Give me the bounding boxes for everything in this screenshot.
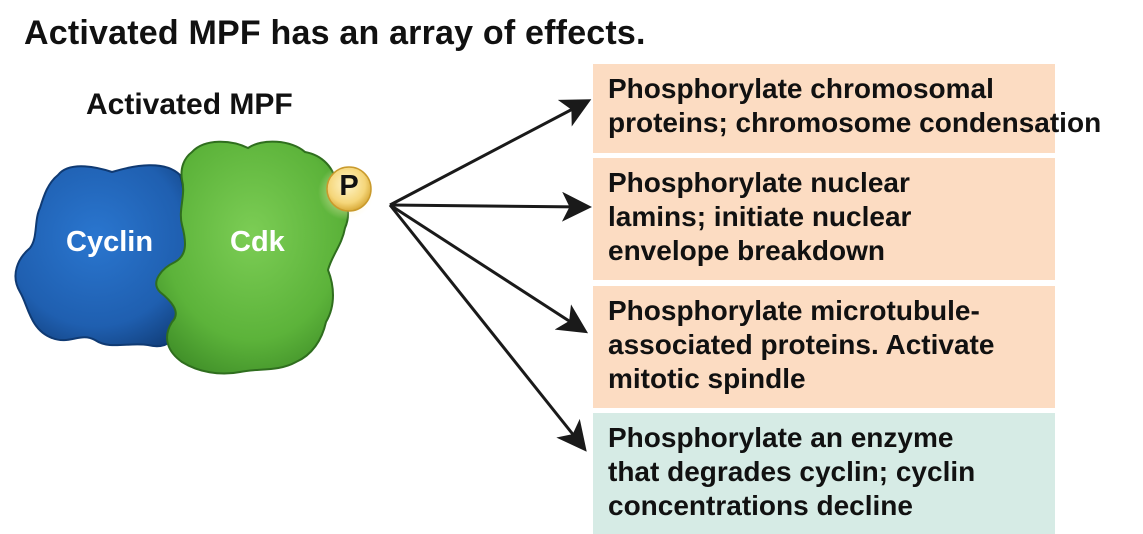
effect-box-nuclear-envelope-breakdown: Phosphorylate nuclear lamins; initiate n… <box>593 158 1055 280</box>
phosphate-label: P <box>339 170 359 202</box>
effect-box-cyclin-degradation: Phosphorylate an enzyme that degrades cy… <box>593 413 1055 534</box>
effect-text-line: envelope breakdown <box>608 235 885 266</box>
effect-box-mitotic-spindle: Phosphorylate microtubule- associated pr… <box>593 286 1055 408</box>
cdk-shape <box>155 140 349 375</box>
effect-text-line: Phosphorylate nuclear <box>608 167 910 198</box>
effect-text-line: concentrations decline <box>608 490 913 521</box>
effect-text-line: mitotic spindle <box>608 363 806 394</box>
page-title: Activated MPF has an array of effects. <box>24 14 646 52</box>
effect-text-line: lamins; initiate nuclear <box>608 201 912 232</box>
effect-text-line: Phosphorylate chromosomal <box>608 73 994 104</box>
effect-text-line: proteins; chromosome condensation <box>608 107 1102 138</box>
effect-text-line: Phosphorylate an enzyme <box>608 422 954 453</box>
cdk-label: Cdk <box>230 226 285 258</box>
cyclin-shape <box>14 164 196 348</box>
cyclin-label: Cyclin <box>66 226 154 258</box>
effect-text-line: Phosphorylate microtubule- <box>608 295 980 326</box>
effect-text-line: associated proteins. Activate <box>608 329 995 360</box>
effect-box-chromosome-condensation: Phosphorylate chromosomal proteins; chro… <box>593 64 1102 153</box>
arrow-to-effect-4 <box>388 204 587 452</box>
arrow-to-effect-2 <box>389 191 592 222</box>
phosphate-circle <box>326 166 372 212</box>
arrow-to-effect-1 <box>389 99 592 207</box>
effect-text-line: that degrades cyclin; cyclin <box>608 456 976 487</box>
arrow-to-effect-3 <box>389 203 589 334</box>
complex-label: Activated MPF <box>86 88 293 121</box>
